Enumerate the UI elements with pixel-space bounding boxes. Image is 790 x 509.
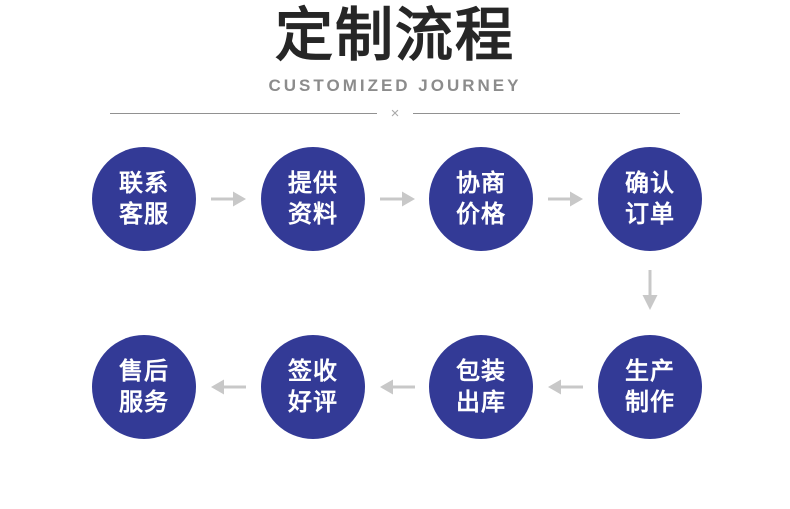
- step-label-line1: 生产: [625, 358, 675, 385]
- step-sign-and-review: 签收 好评: [261, 335, 365, 439]
- arrow-left-icon: [211, 379, 246, 395]
- divider-line-right: [413, 112, 681, 114]
- step-label-line2: 服务: [119, 389, 169, 416]
- step-label-line1: 协商: [456, 170, 506, 197]
- page-subtitle: CUSTOMIZED JOURNEY: [268, 76, 522, 95]
- step-pack-and-ship: 包装 出库: [429, 335, 533, 439]
- step-label-line1: 确认: [625, 170, 675, 197]
- step-label-line1: 提供: [288, 170, 338, 197]
- step-label-line1: 签收: [288, 358, 338, 385]
- step-label-line1: 售后: [119, 358, 169, 385]
- page-title: 定制流程: [274, 3, 515, 68]
- step-provide-materials: 提供 资料: [261, 147, 365, 251]
- divider: ×: [110, 104, 681, 122]
- arrow-right-icon: [548, 191, 583, 207]
- step-label-line2: 出库: [456, 389, 506, 416]
- step-confirm-order: 确认 订单: [598, 147, 702, 251]
- step-negotiate-price: 协商 价格: [429, 147, 533, 251]
- step-label-line2: 制作: [625, 389, 675, 416]
- step-label-line2: 价格: [456, 201, 506, 228]
- divider-line-left: [110, 112, 377, 114]
- divider-x-icon: ×: [390, 104, 400, 122]
- arrow-down-icon: [642, 270, 658, 310]
- step-label-line2: 好评: [288, 389, 338, 416]
- step-label-line2: 订单: [625, 201, 675, 228]
- arrow-left-icon: [380, 379, 415, 395]
- step-label-line1: 联系: [119, 170, 169, 197]
- arrow-right-icon: [380, 191, 415, 207]
- step-label-line2: 资料: [288, 201, 338, 228]
- step-after-sales-service: 售后 服务: [92, 335, 196, 439]
- step-label-line2: 客服: [119, 201, 169, 228]
- arrow-left-icon: [548, 379, 583, 395]
- arrow-right-icon: [211, 191, 246, 207]
- step-contact-service: 联系 客服: [92, 147, 196, 251]
- step-label-line1: 包装: [456, 358, 506, 385]
- step-production: 生产 制作: [598, 335, 702, 439]
